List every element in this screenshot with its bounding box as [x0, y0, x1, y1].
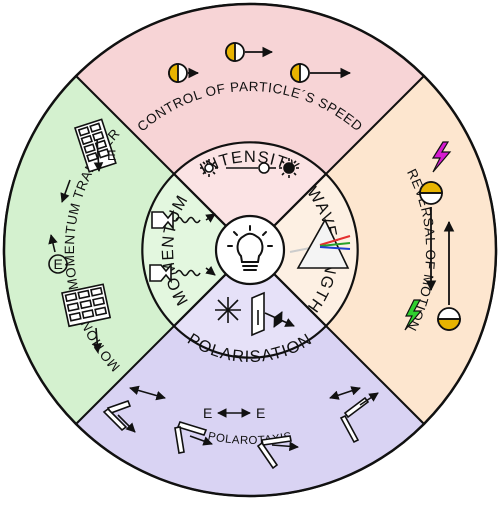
lightbulb-icon: [227, 225, 273, 271]
particle-top-right: [419, 181, 443, 205]
sun-dim-icon: [200, 159, 218, 177]
speed-particles: [168, 42, 352, 83]
field-label-e-bottom-left: E: [203, 405, 212, 421]
inner-sector-left: [141, 172, 252, 328]
momentum-panel: [149, 209, 216, 284]
reversal-panel: [404, 141, 461, 331]
inner-sector-bottom: [172, 248, 328, 359]
particle-fast: [290, 63, 352, 83]
sail-device-top: [151, 209, 174, 231]
prism-panel: [289, 218, 351, 269]
intensity-panel: [200, 158, 299, 178]
momentum-transfer-panel: E E: [48, 118, 117, 353]
swimmer-3: [256, 435, 299, 470]
swimmer-2: [174, 421, 213, 454]
field-label-e-left: E: [107, 147, 116, 163]
sail-particle-top: [73, 118, 117, 173]
starburst-icon: [215, 297, 241, 323]
intensity-slider-knob: [258, 162, 270, 174]
particle-bottom-right: [437, 307, 461, 331]
swimmer-1: [102, 399, 136, 433]
polarisation-panel: [215, 291, 295, 337]
particle-slow: [168, 63, 200, 83]
sail-particle-bottom: [61, 283, 112, 328]
field-label-e-circled: E: [54, 256, 63, 272]
sail-device-bottom: [149, 262, 172, 284]
polarotaxis-panel: E E: [102, 385, 379, 470]
sun-bright-icon: [279, 158, 299, 178]
lightning-icon-magenta: [431, 141, 452, 173]
outer-circle: [2, 2, 498, 498]
wave-top: [175, 216, 201, 224]
wave-bottom: [175, 269, 201, 277]
center-lightbulb: [214, 214, 286, 286]
swimmer-4: [339, 392, 379, 444]
field-label-e-bottom-right: E: [256, 405, 265, 421]
particle-medium: [225, 42, 274, 62]
circled-e-icon: [48, 254, 68, 274]
lightning-icon-green: [404, 299, 423, 331]
